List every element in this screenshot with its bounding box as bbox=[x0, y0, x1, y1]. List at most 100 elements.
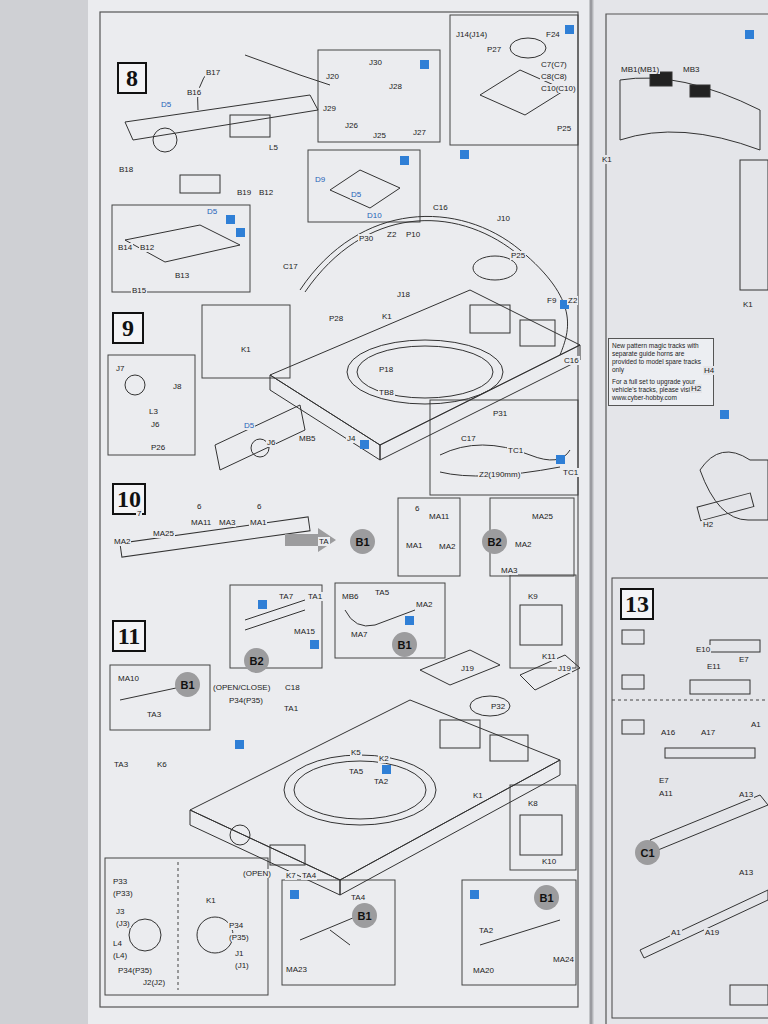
drawing-polygon bbox=[125, 225, 240, 262]
drawing-circle bbox=[153, 128, 177, 152]
part-number: A13 bbox=[738, 790, 754, 799]
drawing-path bbox=[245, 600, 305, 630]
part-number: K1 bbox=[381, 312, 393, 321]
drawing-rect bbox=[108, 355, 195, 455]
part-number: P32 bbox=[490, 702, 506, 711]
drawing-rect bbox=[270, 845, 305, 865]
drawing-rect bbox=[290, 890, 299, 899]
part-number: (L4) bbox=[112, 951, 128, 960]
drawing-rect bbox=[236, 228, 245, 237]
part-number: MB5 bbox=[298, 434, 316, 443]
part-number: MA2 bbox=[438, 542, 456, 551]
part-number: J19 bbox=[557, 664, 572, 673]
part-number: P34 bbox=[228, 921, 244, 930]
part-number: MA1 bbox=[405, 541, 423, 550]
drawing-rect bbox=[622, 720, 644, 734]
part-number: MB1(MB1) bbox=[620, 65, 660, 74]
part-number: TA2 bbox=[478, 926, 494, 935]
drawing-rect bbox=[226, 215, 235, 224]
part-number: E11 bbox=[706, 662, 722, 671]
part-number: B12 bbox=[139, 243, 155, 252]
part-number: K1 bbox=[205, 896, 217, 905]
drawing-rect bbox=[460, 150, 469, 159]
subassembly-circle: B2 bbox=[244, 648, 269, 673]
part-number: TA4 bbox=[301, 871, 317, 880]
part-number: B17 bbox=[205, 68, 221, 77]
part-number: 6 bbox=[256, 502, 262, 511]
drawing-rect bbox=[740, 160, 768, 290]
drawing-rect bbox=[745, 30, 754, 39]
drawing-rect bbox=[400, 156, 409, 165]
drawing-rect bbox=[470, 305, 510, 333]
part-number: F9 bbox=[546, 296, 557, 305]
part-number: K8 bbox=[527, 799, 539, 808]
part-number: Z2 bbox=[567, 296, 578, 305]
part-number: K9 bbox=[527, 592, 539, 601]
part-number: MA1 bbox=[249, 518, 267, 527]
drawing-rect bbox=[120, 517, 310, 557]
part-number: 6 bbox=[414, 504, 420, 513]
step-number-box: 8 bbox=[117, 62, 147, 94]
drawing-rect bbox=[622, 675, 644, 689]
part-number: C17 bbox=[282, 262, 299, 271]
drawing-circle bbox=[125, 375, 145, 395]
drawing-rect bbox=[100, 12, 578, 1007]
drawing-rect bbox=[710, 640, 760, 652]
part-number: TA4 bbox=[350, 893, 366, 902]
part-number: H4 bbox=[703, 366, 715, 375]
part-number: MA10 bbox=[117, 674, 140, 683]
part-number: C8(C8) bbox=[540, 72, 568, 81]
part-number: J20 bbox=[325, 72, 340, 81]
drawing-rect bbox=[690, 85, 710, 97]
drawing-path bbox=[640, 890, 768, 958]
part-number: E7 bbox=[658, 776, 670, 785]
part-number: J8 bbox=[172, 382, 182, 391]
part-number: A16 bbox=[660, 728, 676, 737]
drawing-rect bbox=[612, 578, 768, 1018]
drawing-rect bbox=[450, 15, 578, 145]
part-number: P34(P35) bbox=[228, 696, 264, 705]
drawing-rect bbox=[398, 498, 460, 576]
part-number: J25 bbox=[372, 131, 387, 140]
drawing-rect bbox=[697, 493, 754, 521]
part-number: B16 bbox=[186, 88, 202, 97]
part-number: MA25 bbox=[531, 512, 554, 521]
node-label: 13 bbox=[625, 591, 649, 617]
drawing-path bbox=[245, 55, 330, 85]
part-number: B15 bbox=[131, 286, 147, 295]
node-label: B1 bbox=[539, 892, 553, 904]
part-number: TA5 bbox=[374, 588, 390, 597]
part-number: D5 bbox=[243, 421, 255, 430]
part-number: (OPEN/CLOSE) bbox=[212, 683, 271, 692]
node-label: C1 bbox=[640, 847, 654, 859]
drawing-g bbox=[226, 25, 754, 899]
part-number: P30 bbox=[358, 234, 374, 243]
drawing-rect bbox=[490, 735, 528, 761]
part-number: (P33) bbox=[112, 889, 134, 898]
part-number: C10(C10) bbox=[540, 84, 577, 93]
part-number: J1 bbox=[234, 949, 244, 958]
part-number: K10 bbox=[541, 857, 557, 866]
drawing-rect bbox=[565, 25, 574, 34]
drawing-g bbox=[105, 15, 768, 1018]
part-number: 6 bbox=[196, 502, 202, 511]
part-number: J27 bbox=[412, 128, 427, 137]
part-number: MA2 bbox=[113, 537, 131, 546]
drawing-rect bbox=[520, 815, 562, 855]
drawing-line bbox=[612, 700, 768, 701]
drawing-rect bbox=[360, 440, 369, 449]
node-label: B2 bbox=[487, 536, 501, 548]
drawing-rect bbox=[420, 60, 429, 69]
part-number: TA2 bbox=[373, 777, 389, 786]
part-number: E10 bbox=[695, 645, 711, 654]
drawing-rect bbox=[690, 680, 750, 694]
drawing-line bbox=[178, 862, 179, 990]
drawing-path bbox=[300, 216, 568, 355]
part-number: D5 bbox=[350, 190, 362, 199]
part-number: J26 bbox=[344, 121, 359, 130]
drawing-rect bbox=[405, 616, 414, 625]
part-number: J3 bbox=[115, 907, 125, 916]
part-number: MA3 bbox=[218, 518, 236, 527]
part-number: J14(J14) bbox=[455, 30, 488, 39]
drawing-path bbox=[650, 795, 768, 850]
